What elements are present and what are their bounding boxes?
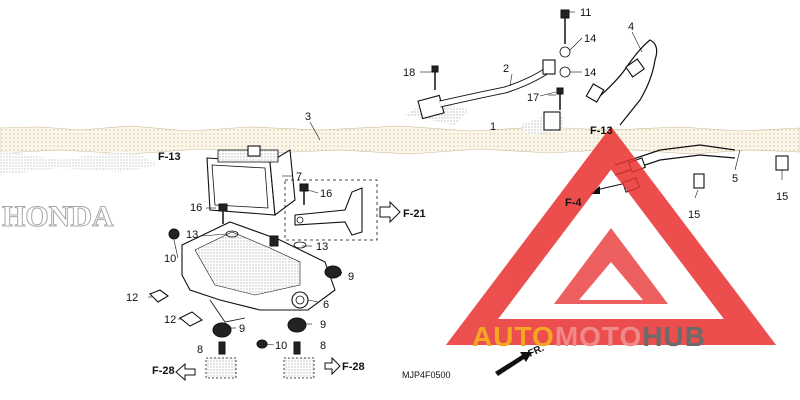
torn-paper-band [0,125,800,155]
site-name-part-2: MOTO [555,321,642,352]
site-name-part-3: HUB [642,321,706,352]
reference-label: F-4 [565,197,582,209]
reference-label: F-28 [152,365,175,377]
callout-label: 5 [732,173,738,185]
callout-label: 14 [584,33,596,45]
callout-label: 12 [126,292,138,304]
callout-label: 9 [320,319,326,331]
site-name-part-1: AUTO [472,321,555,352]
top-assembly [405,9,658,135]
callout-label: 17 [527,92,539,104]
callout-label: 18 [403,67,415,79]
callout-label: 9 [239,323,245,335]
reference-label: F-28 [342,361,365,373]
honda-brand-watermark: HONDA [0,150,160,234]
callout-label: 16 [190,202,202,214]
brand-word: HONDA [2,200,114,233]
watermark-logo [445,126,777,345]
leader-lines [148,11,783,346]
reference-label: F-21 [403,208,426,220]
callout-label: 16 [320,188,332,200]
callout-label: 2 [503,63,509,75]
callout-label: 8 [320,340,326,352]
svg-text:AUTOMOTOHUB: AUTOMOTOHUB [472,321,706,352]
callout-label: 12 [164,314,176,326]
callout-label: 14 [584,67,596,79]
callout-label: 13 [186,229,198,241]
fasteners [149,183,342,379]
callout-label: 15 [688,209,700,221]
reference-label: F-13 [158,151,181,163]
callout-label: 3 [305,111,311,123]
reference-label: F-13 [590,125,613,137]
modulator-unit [206,145,296,217]
upper-right-bracket [284,179,378,241]
callout-label: 10 [275,340,287,352]
diagram-code: MJP4F0500 [402,370,451,380]
callout-label: 8 [197,344,203,356]
callout-label: 10 [164,253,176,265]
callout-label: 13 [316,241,328,253]
callout-label: 6 [323,299,329,311]
callout-label: 15 [776,191,788,203]
callout-label: 7 [296,171,302,183]
callout-numbers: 1 2 3 4 5 6 7 8 8 9 9 9 10 10 11 12 12 1… [126,7,788,356]
mounting-bracket [181,221,336,323]
figure-references: F-13 F-21 F-4 F-28 F-28 F-13 [152,125,613,377]
reference-arrows [175,183,623,382]
callout-label: 11 [580,7,591,19]
callout-label: 9 [348,271,354,283]
callout-label: 4 [628,21,634,33]
watermark-site-name: AUTOMOTOHUB [472,321,706,352]
callout-label: 1 [490,121,496,133]
